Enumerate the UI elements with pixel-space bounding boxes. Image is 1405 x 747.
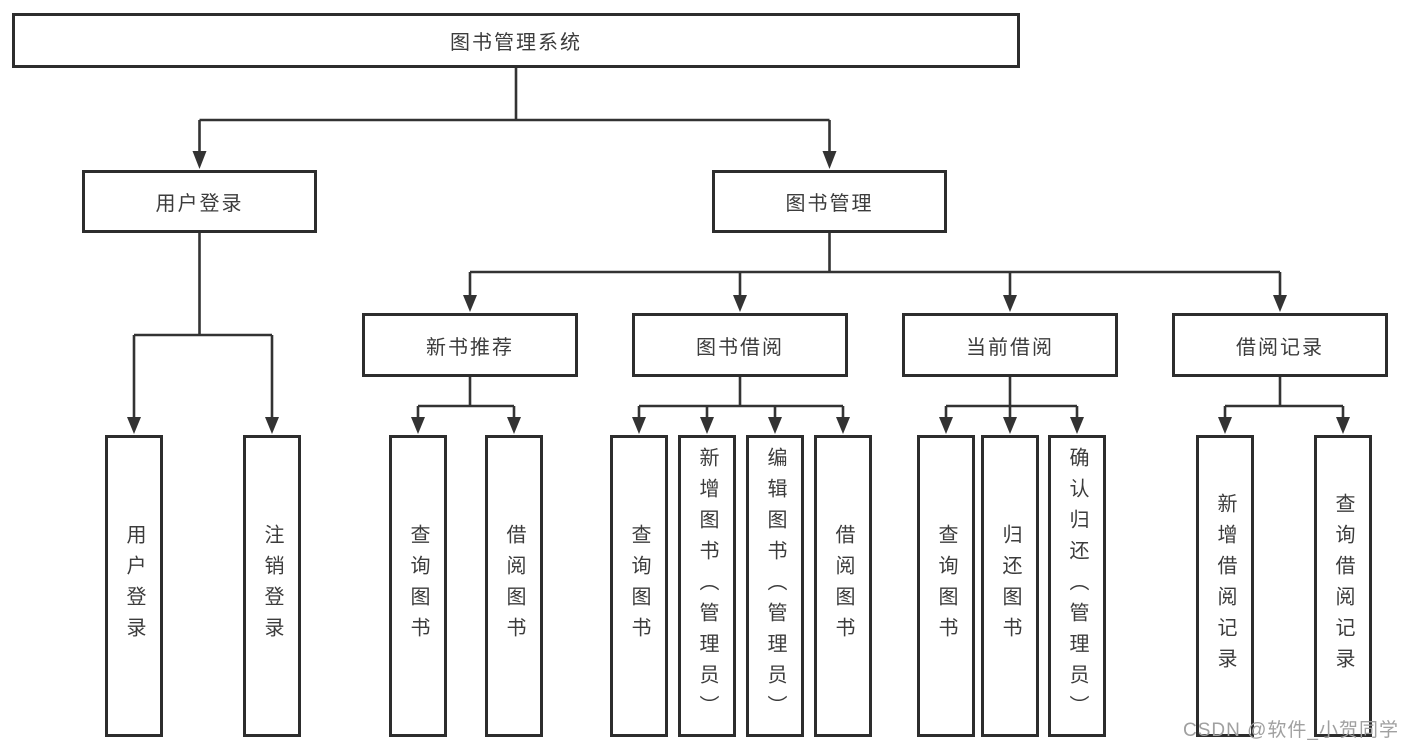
leaf-label: 借阅图书 <box>832 524 854 648</box>
leaf-label: 查询图书 <box>628 524 650 648</box>
leaf-query-books-current: 查询图书 <box>917 435 975 737</box>
leaf-query-borrow-record: 查询借阅记录 <box>1314 435 1372 737</box>
leaf-label: 查询借阅记录 <box>1332 493 1354 679</box>
leaf-label: 归还图书 <box>999 524 1021 648</box>
leaf-edit-books-admin: 编辑图书（管理员） <box>746 435 804 737</box>
node-label: 图书借阅 <box>696 336 784 359</box>
node-label: 用户登录 <box>155 193 244 215</box>
node-user-login: 用户登录 <box>82 170 317 233</box>
node-label: 借阅记录 <box>1236 336 1324 359</box>
leaf-label: 注销登录 <box>261 524 283 648</box>
node-label: 图书管理系统 <box>450 32 582 54</box>
leaf-borrow-books: 借阅图书 <box>814 435 872 737</box>
leaf-label: 新增图书（管理员） <box>696 446 718 726</box>
leaf-query-books-borrow: 查询图书 <box>610 435 668 737</box>
leaf-add-books-admin: 新增图书（管理员） <box>678 435 736 737</box>
csdn-watermark: CSDN @软件_小贺同学 <box>1183 720 1399 741</box>
node-current-borrow: 当前借阅 <box>902 313 1118 377</box>
leaf-label: 查询图书 <box>407 524 429 648</box>
leaf-label: 确认归还（管理员） <box>1066 446 1088 726</box>
leaf-borrow-books-recommend: 借阅图书 <box>485 435 543 737</box>
node-label: 新书推荐 <box>426 336 514 359</box>
leaf-label: 用户登录 <box>123 524 145 648</box>
node-book-borrow: 图书借阅 <box>632 313 848 377</box>
node-label: 当前借阅 <box>966 336 1054 359</box>
node-book-management: 图书管理 <box>712 170 947 233</box>
leaf-label: 借阅图书 <box>503 524 525 648</box>
leaf-label: 编辑图书（管理员） <box>764 446 786 726</box>
node-label: 图书管理 <box>785 193 874 215</box>
node-borrow-records: 借阅记录 <box>1172 313 1388 377</box>
leaf-add-borrow-record: 新增借阅记录 <box>1196 435 1254 737</box>
leaf-confirm-return-admin: 确认归还（管理员） <box>1048 435 1106 737</box>
node-new-book-recommend: 新书推荐 <box>362 313 578 377</box>
leaf-logout: 注销登录 <box>243 435 301 737</box>
node-library-system: 图书管理系统 <box>12 13 1020 68</box>
leaf-return-books: 归还图书 <box>981 435 1039 737</box>
leaf-user-login: 用户登录 <box>105 435 163 737</box>
leaf-label: 查询图书 <box>935 524 957 648</box>
leaf-query-books-recommend: 查询图书 <box>389 435 447 737</box>
leaf-label: 新增借阅记录 <box>1214 493 1236 679</box>
